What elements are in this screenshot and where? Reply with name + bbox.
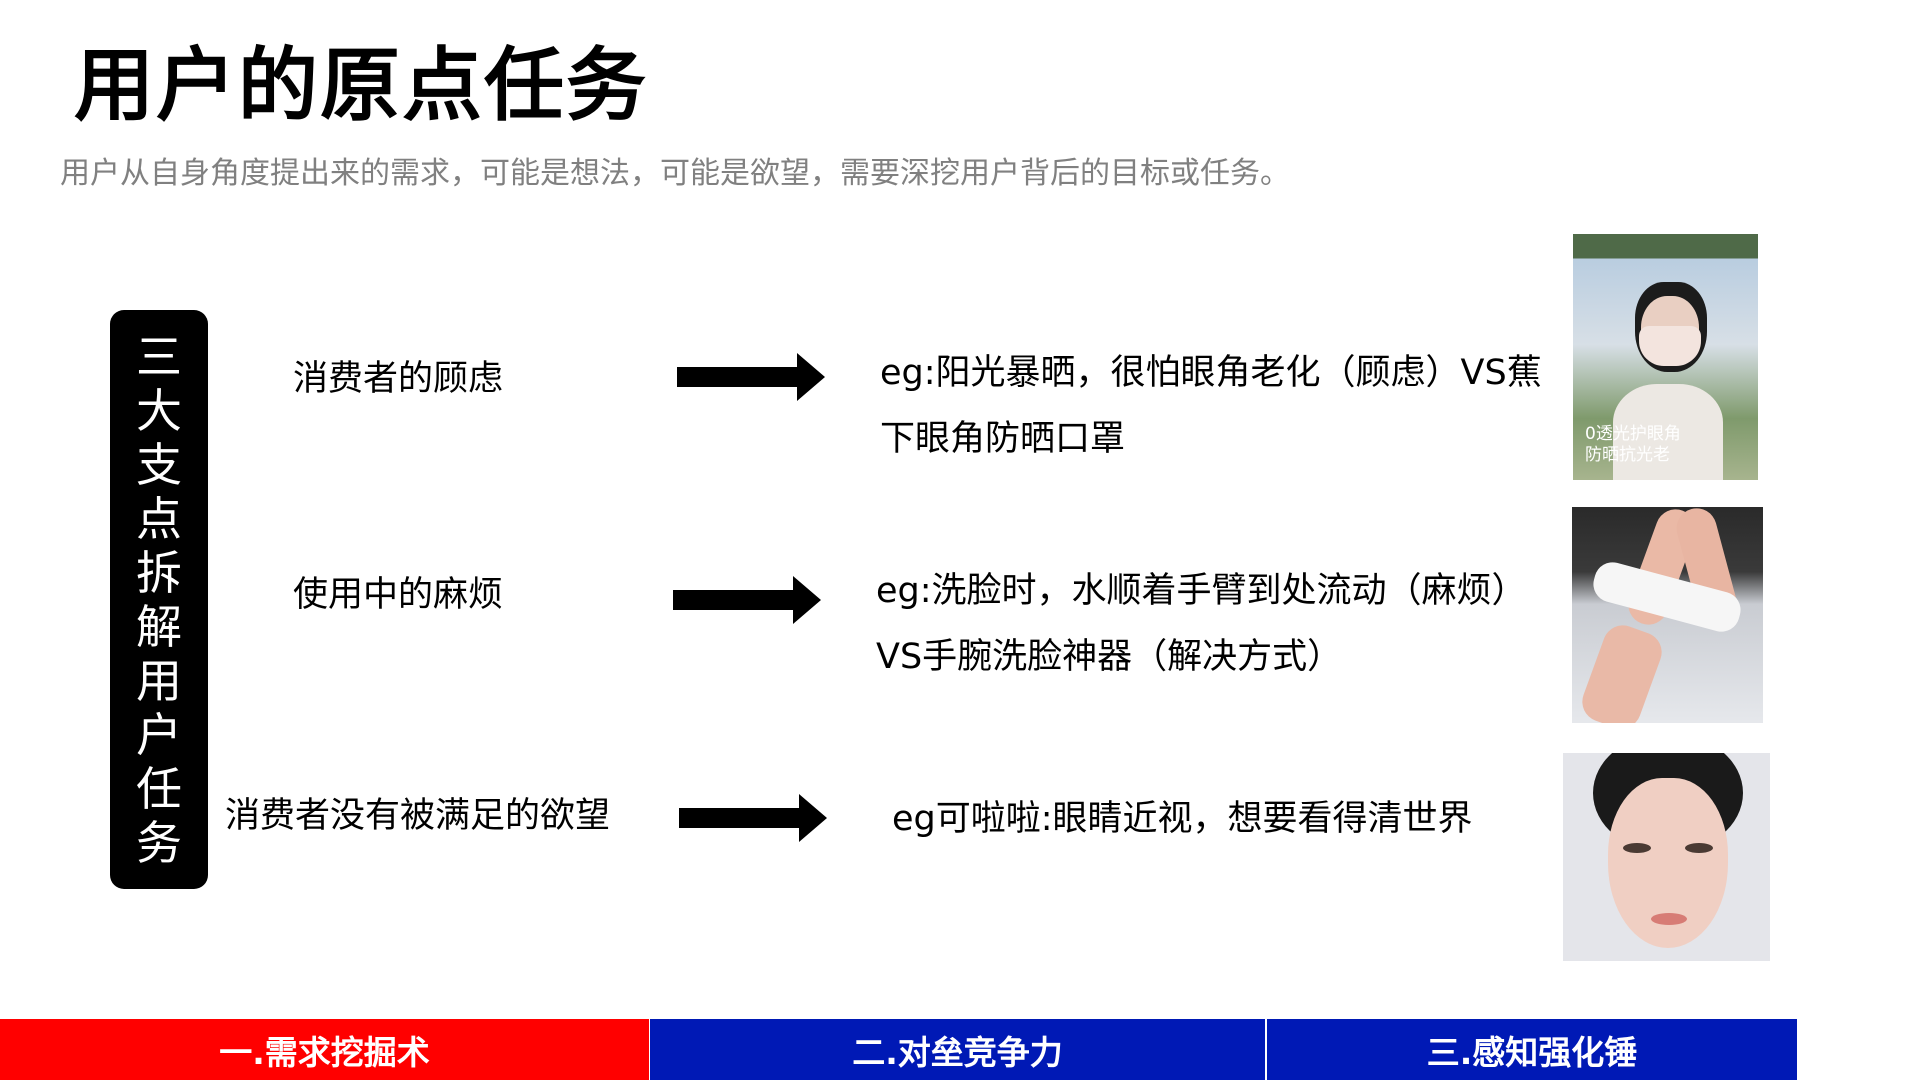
tab-demand-mining[interactable]: 一.需求挖掘术 [0,1019,649,1080]
row-example-desire: eg可啦啦:眼睛近视，想要看得清世界 [892,786,1473,852]
arrow-right-icon [673,576,821,624]
row-label-concern: 消费者的顾虑 [293,359,504,399]
side-label-box: 三 大 支 点 拆 解 用 户 任 务 [110,310,208,889]
mask-product-image: 0透光护眼角 防晒抗光老 [1573,234,1758,480]
example-line: eg可啦啦:眼睛近视，想要看得清世界 [892,799,1473,839]
side-char: 点 [136,491,182,546]
row-label-trouble: 使用中的麻烦 [293,575,504,615]
side-char: 拆 [136,545,182,600]
row-example-trouble: eg:洗脸时，水顺着手臂到处流动（麻烦） VS手腕洗脸神器（解决方式） [876,558,1527,690]
side-char: 支 [136,437,182,492]
contact-lens-model-image [1563,753,1770,961]
example-line: VS手腕洗脸神器（解决方式） [876,637,1343,677]
side-char: 务 [136,815,182,870]
wristband-product-image [1572,507,1763,723]
side-char: 大 [136,383,182,438]
row-example-concern: eg:阳光暴晒，很怕眼角老化（顾虑）VS蕉 下眼角防晒口罩 [880,340,1542,472]
caption-line: 防晒抗光老 [1585,445,1670,465]
arrow-right-icon [677,353,825,401]
arrow-right-icon [679,794,827,842]
side-char: 任 [136,761,182,816]
caption-line: 0透光护眼角 [1585,424,1681,444]
row-label-desire: 消费者没有被满足的欲望 [225,796,611,836]
side-char: 三 [136,329,182,384]
page-title: 用户的原点任务 [74,39,648,132]
example-line: eg:阳光暴晒，很怕眼角老化（顾虑）VS蕉 [880,353,1542,393]
side-char: 解 [136,599,182,654]
tab-competitiveness[interactable]: 二.对垒竞争力 [650,1019,1265,1080]
tab-perception-hammer[interactable]: 三.感知强化锤 [1267,1019,1797,1080]
side-char: 用 [136,653,182,708]
image-caption: 0透光护眼角 防晒抗光老 [1585,424,1681,466]
example-line: eg:洗脸时，水顺着手臂到处流动（麻烦） [876,571,1527,611]
subtitle: 用户从自身角度提出来的需求，可能是想法，可能是欲望，需要深挖用户背后的目标或任务… [60,156,1290,191]
side-char: 户 [136,707,182,762]
example-line: 下眼角防晒口罩 [880,419,1126,459]
